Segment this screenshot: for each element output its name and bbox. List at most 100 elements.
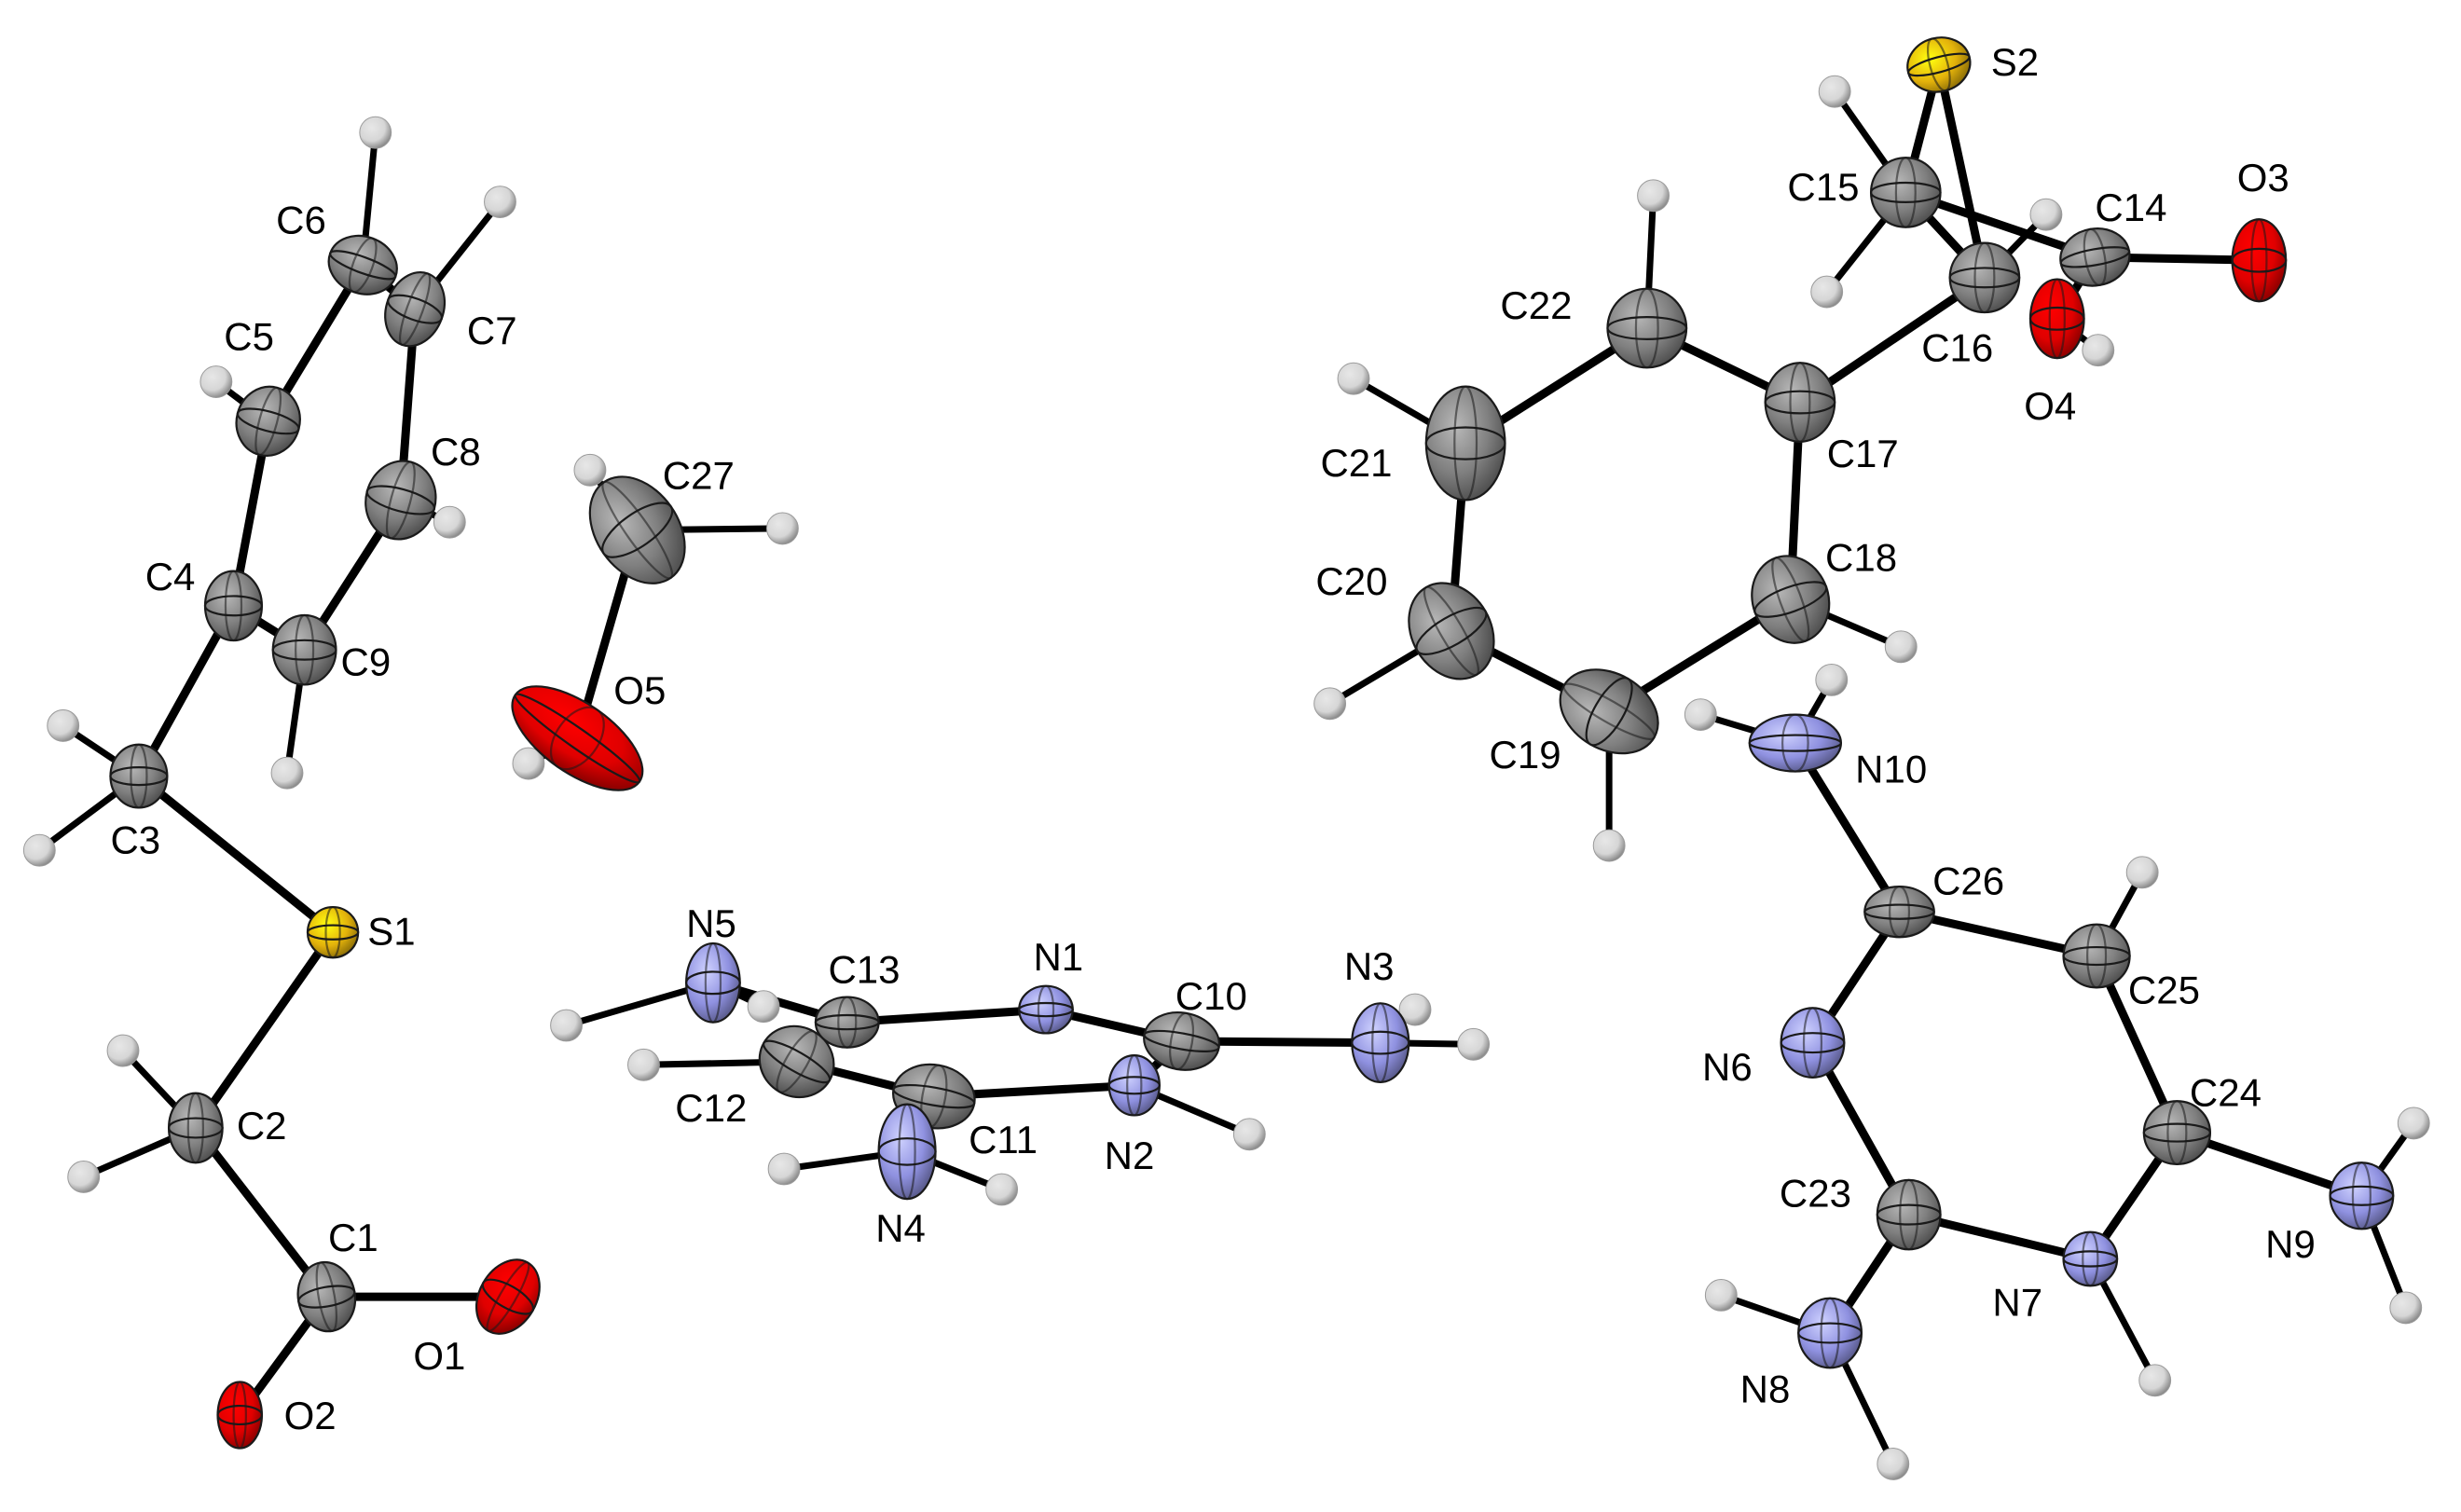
atom-c10	[1143, 1011, 1220, 1071]
atom-c7	[384, 271, 446, 348]
atom-label-c17: C17	[1827, 432, 1899, 475]
bond-c1-c2	[191, 1123, 331, 1301]
atom-label-n10: N10	[1855, 747, 1927, 790]
atom-c19	[1559, 668, 1659, 755]
atom-n3	[1351, 1002, 1410, 1084]
atom-label-n8: N8	[1740, 1367, 1791, 1410]
heavy-atoms-layer	[109, 36, 2395, 1450]
atom-label-o4: O4	[2024, 384, 2076, 428]
hydrogen-atom-3	[199, 365, 233, 398]
atom-label-c11: C11	[969, 1118, 1038, 1161]
hydrogen-atom-11	[765, 512, 799, 545]
atom-label-c25: C25	[2128, 968, 2200, 1011]
atom-label-n4: N4	[875, 1206, 926, 1250]
atom-label-c27: C27	[663, 454, 735, 498]
atom-label-c4: C4	[145, 555, 196, 598]
hydrogen-atom-35	[2138, 1364, 2172, 1397]
hydrogen-atom-10	[573, 453, 607, 487]
atom-n1	[1018, 984, 1074, 1035]
atom-label-c18: C18	[1825, 536, 1897, 580]
atom-c5	[235, 385, 301, 457]
atom-o3	[2231, 218, 2288, 303]
atom-c24	[2142, 1100, 2212, 1166]
atom-c14	[2059, 227, 2131, 287]
atom-label-c9: C9	[341, 639, 392, 683]
hydrogen-atom-9	[67, 1161, 101, 1193]
bonds-layer	[134, 60, 2366, 1420]
atom-label-n9: N9	[2265, 1222, 2316, 1266]
atom-label-c3: C3	[110, 818, 160, 862]
atom-c12	[758, 1024, 835, 1099]
hydrogen-atom-22	[1810, 275, 1844, 309]
atom-c15	[1869, 157, 1942, 228]
atom-c1	[296, 1260, 357, 1333]
atom-label-c8: C8	[431, 430, 481, 474]
atom-n6	[1780, 1007, 1846, 1079]
hydrogen-atom-19	[1398, 993, 1432, 1026]
atom-o2	[216, 1381, 264, 1450]
atom-n2	[1107, 1054, 1161, 1117]
atom-label-c26: C26	[1932, 859, 2004, 903]
atom-n4	[877, 1103, 937, 1201]
hydrogen-atom-6	[47, 709, 80, 742]
atom-label-c15: C15	[1787, 165, 1859, 209]
atom-label-c13: C13	[828, 947, 900, 991]
hydrogen-atom-30	[1815, 663, 1849, 696]
atom-label-c21: C21	[1320, 441, 1392, 485]
bond-n1-c13	[843, 1005, 1051, 1027]
atom-c8	[364, 460, 437, 541]
atom-c21	[1424, 385, 1506, 502]
atom-label-c19: C19	[1490, 733, 1561, 777]
atom-c18	[1751, 555, 1831, 644]
hydrogen-atom-23	[2029, 198, 2063, 231]
atom-c9	[271, 613, 337, 686]
bond-s1-c3	[134, 772, 337, 937]
atom-label-c22: C22	[1500, 283, 1572, 327]
hydrogen-atom-16	[767, 1152, 801, 1186]
atom-n7	[2062, 1230, 2119, 1287]
atom-c23	[1876, 1178, 1942, 1251]
atom-label-c24: C24	[2190, 1070, 2262, 1114]
hydrogen-atom-25	[1637, 179, 1670, 213]
atom-c17	[1764, 362, 1836, 443]
bond-n10-c26	[1791, 738, 1904, 916]
atom-label-c14: C14	[2095, 186, 2166, 229]
hydrogen-atom-12	[512, 747, 545, 780]
hydrogen-atom-36	[1704, 1278, 1738, 1312]
hydrogen-atom-31	[1684, 698, 1717, 732]
hydrogen-atoms-layer	[22, 75, 2430, 1480]
atom-label-n7: N7	[1992, 1280, 2042, 1324]
hydrogen-atom-27	[1313, 687, 1347, 721]
hydrogen-atom-7	[22, 833, 56, 867]
atom-label-c6: C6	[276, 198, 326, 241]
atom-label-n3: N3	[1344, 944, 1395, 988]
hydrogen-atom-33	[2397, 1107, 2430, 1140]
atom-label-n1: N1	[1033, 935, 1083, 979]
atom-o4	[2028, 278, 2085, 360]
atom-label-o3: O3	[2237, 156, 2289, 199]
hydrogen-atom-28	[1592, 829, 1626, 862]
atom-label-s1: S1	[367, 910, 415, 954]
hydrogen-atom-18	[1232, 1118, 1266, 1151]
atom-label-s2: S2	[1991, 40, 2039, 84]
hydrogen-atom-2	[484, 186, 516, 219]
hydrogen-atom-20	[1457, 1027, 1491, 1061]
atom-c3	[109, 743, 169, 809]
atom-label-o1: O1	[413, 1334, 465, 1378]
atom-c22	[1606, 287, 1688, 369]
atom-label-c5: C5	[224, 315, 274, 359]
atom-label-c10: C10	[1176, 974, 1247, 1018]
hydrogen-atom-17	[985, 1173, 1019, 1206]
atom-labels-layer: C1C2C3C4C5C6C7C8C9C10C11C12C13C14C15C16C…	[110, 40, 2315, 1437]
hydrogen-atom-1	[359, 116, 392, 149]
atom-label-n2: N2	[1105, 1134, 1155, 1177]
atom-c16	[1948, 241, 2021, 314]
atom-label-c16: C16	[1921, 326, 1993, 370]
atom-label-c20: C20	[1315, 559, 1387, 603]
hydrogen-atom-37	[1877, 1448, 1910, 1480]
hydrogen-atom-34	[2389, 1291, 2423, 1325]
atom-label-o2: O2	[284, 1394, 337, 1437]
atom-label-c1: C1	[328, 1216, 378, 1259]
